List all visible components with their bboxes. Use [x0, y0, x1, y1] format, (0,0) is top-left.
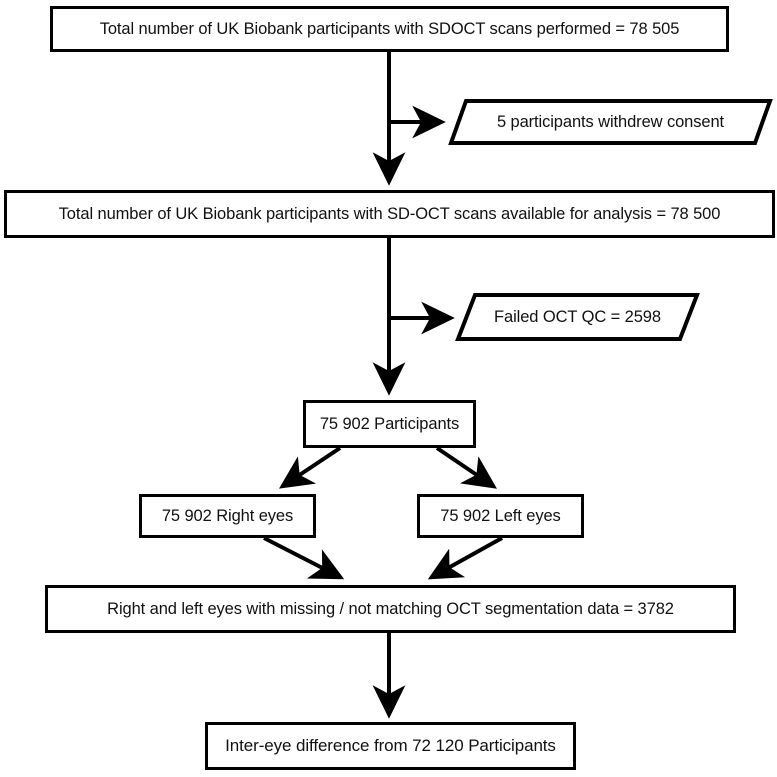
parallelogram-shape: [448, 98, 773, 146]
node-withdrew-consent-label: 5 participants withdrew consent: [496, 112, 725, 131]
node-total-available: Total number of UK Biobank participants …: [4, 190, 775, 238]
node-total-scans: Total number of UK Biobank participants …: [50, 6, 729, 52]
connector-participants-to-left-eyes: [435, 446, 497, 489]
node-left-eyes: 75 902 Left eyes: [417, 494, 584, 538]
node-total-available-label: Total number of UK Biobank participants …: [58, 204, 721, 223]
node-inter-eye-difference-label: Inter-eye difference from 72 120 Partici…: [225, 736, 556, 756]
node-left-eyes-label: 75 902 Left eyes: [440, 506, 561, 525]
node-missing-segmentation-data: Right and left eyes with missing / not m…: [45, 585, 736, 633]
node-failed-oct-qc-label: Failed OCT QC = 2598: [494, 307, 661, 326]
connector-right-eyes-to-missing-data: [263, 536, 345, 580]
node-right-eyes-label: 75 902 Right eyes: [161, 506, 294, 525]
node-withdrew-consent: 5 participants withdrew consent: [448, 98, 773, 146]
node-right-eyes: 75 902 Right eyes: [139, 494, 316, 538]
parallelogram-shape: [455, 292, 700, 342]
connector-left-eyes-to-missing-data: [427, 536, 503, 580]
node-missing-segmentation-data-label: Right and left eyes with missing / not m…: [107, 599, 674, 618]
node-inter-eye-difference: Inter-eye difference from 72 120 Partici…: [205, 722, 576, 770]
connector-participants-to-right-eyes: [279, 446, 342, 489]
node-participants-label: 75 902 Participants: [319, 414, 460, 433]
node-failed-oct-qc: Failed OCT QC = 2598: [455, 292, 700, 342]
node-total-scans-label: Total number of UK Biobank participants …: [99, 19, 680, 38]
node-participants: 75 902 Participants: [303, 400, 476, 448]
